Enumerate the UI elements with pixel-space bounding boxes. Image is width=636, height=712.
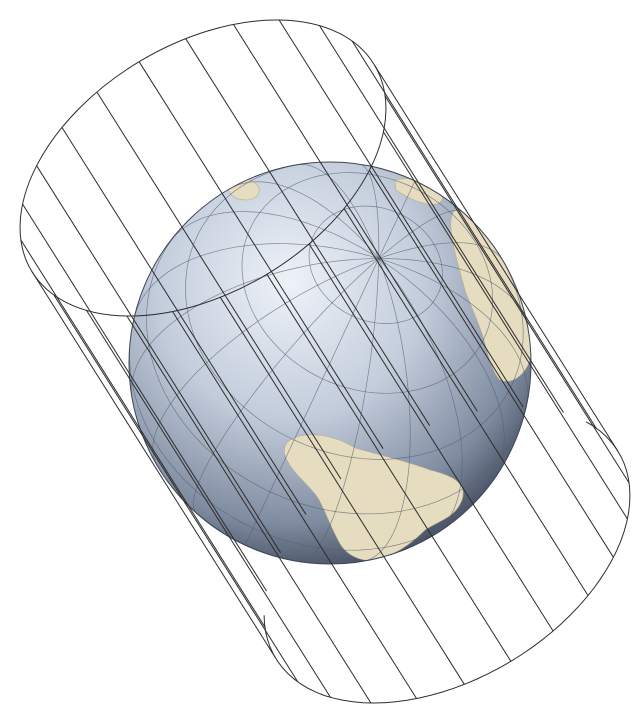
- globe: [129, 162, 532, 564]
